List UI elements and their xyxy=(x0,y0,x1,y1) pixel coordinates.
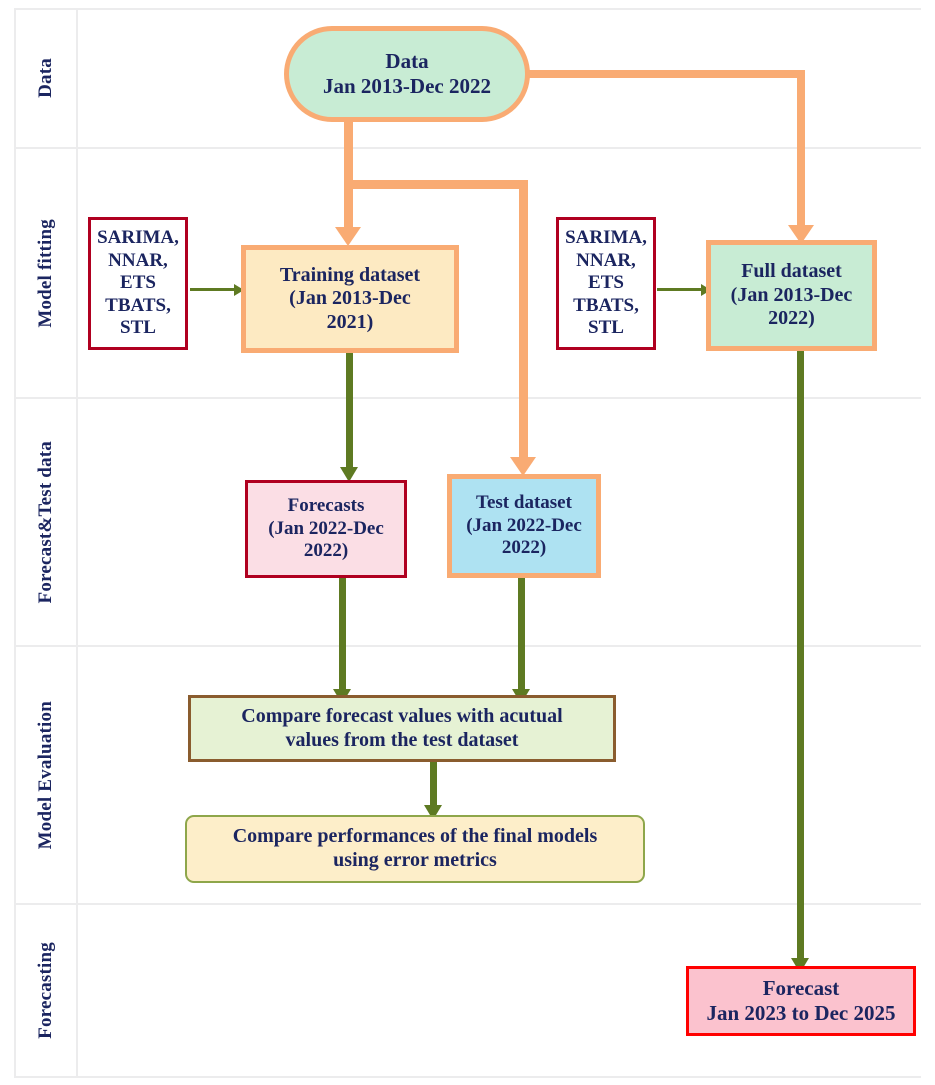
arrowhead-training-to-forecasts xyxy=(340,467,358,482)
node-models-right-line5: STL xyxy=(588,317,624,339)
node-models-left-line1: SARIMA, xyxy=(97,227,179,249)
grid-line-row-2 xyxy=(14,397,921,399)
node-models-left-line3: ETS xyxy=(120,272,156,294)
node-forecasts-line2: (Jan 2022-Dec xyxy=(268,517,384,539)
node-models-left[interactable]: SARIMA, NNAR, ETS TBATS, STL xyxy=(88,217,188,350)
node-models-right[interactable]: SARIMA, NNAR, ETS TBATS, STL xyxy=(556,217,656,350)
connector-models-left-to-training xyxy=(190,288,235,291)
node-forecasts-line3: 2022) xyxy=(303,540,349,562)
node-models-right-line1: SARIMA, xyxy=(565,227,647,249)
node-compare-performance-line1: Compare performances of the final models xyxy=(232,825,598,848)
node-forecasts[interactable]: Forecasts (Jan 2022-Dec 2022) xyxy=(245,480,407,578)
stage-label-model-evaluation: Model Evaluation xyxy=(14,647,76,903)
grid-line-row-1 xyxy=(14,147,921,149)
node-data-line1: Data xyxy=(385,49,429,74)
node-data-line2: Jan 2013-Dec 2022 xyxy=(323,74,491,98)
connector-split-left-branch xyxy=(344,180,353,228)
node-full-line2: (Jan 2013-Dec xyxy=(730,283,853,306)
node-compare-forecast-values[interactable]: Compare forecast values with acutual val… xyxy=(188,695,616,762)
connector-data-down-stem xyxy=(344,118,353,184)
stage-label-model-fitting-text: Model fitting xyxy=(34,218,56,328)
node-data[interactable]: Data Jan 2013-Dec 2022 xyxy=(284,26,530,122)
node-compare-values-line1: Compare forecast values with acutual xyxy=(241,704,563,727)
node-final-forecast-line1: Forecast xyxy=(762,976,840,1001)
arrowhead-to-full-dataset xyxy=(788,225,814,244)
stage-label-data-text: Data xyxy=(34,57,56,98)
connector-data-right-down xyxy=(797,70,805,227)
node-test-dataset[interactable]: Test dataset (Jan 2022-Dec 2022) xyxy=(447,474,601,578)
node-forecasts-line1: Forecasts xyxy=(287,495,365,517)
connector-split-right-branch xyxy=(519,180,528,458)
node-compare-values-line2: values from the test dataset xyxy=(285,728,519,751)
node-training-line3: 2021) xyxy=(326,310,374,333)
grid-line-bottom xyxy=(14,1076,921,1078)
grid-line-row-3 xyxy=(14,645,921,647)
grid-line-left-edge xyxy=(14,8,16,1078)
node-models-right-line2: NNAR, xyxy=(576,249,636,271)
node-full-dataset[interactable]: Full dataset (Jan 2013-Dec 2022) xyxy=(706,240,877,351)
connector-training-to-forecasts xyxy=(346,353,353,470)
node-full-line1: Full dataset xyxy=(741,260,842,283)
node-compare-performances[interactable]: Compare performances of the final models… xyxy=(185,815,645,883)
stage-label-data: Data xyxy=(14,8,76,147)
stage-label-forecast-test-data: Forecast&Test data xyxy=(14,399,76,645)
arrowhead-to-test-dataset xyxy=(510,457,536,476)
connector-compare-to-performance xyxy=(430,762,437,810)
node-models-right-line3: ETS xyxy=(588,272,624,294)
node-training-line1: Training dataset xyxy=(279,263,421,286)
connector-data-right-horizontal xyxy=(527,70,805,78)
node-test-line2: (Jan 2022-Dec xyxy=(466,514,582,536)
connector-test-to-compare xyxy=(518,578,525,693)
connector-split-horizontal-bar xyxy=(344,180,528,189)
node-training-line2: (Jan 2013-Dec xyxy=(289,287,411,310)
node-final-forecast[interactable]: Forecast Jan 2023 to Dec 2025 xyxy=(686,966,916,1036)
node-models-right-line4: TBATS, xyxy=(573,294,639,316)
node-final-forecast-line2: Jan 2023 to Dec 2025 xyxy=(706,1001,896,1025)
node-models-left-line4: TBATS, xyxy=(105,294,171,316)
stage-label-forecasting: Forecasting xyxy=(14,905,76,1076)
grid-line-row-4 xyxy=(14,903,921,905)
connector-models-right-to-full xyxy=(657,288,702,291)
stage-label-model-fitting: Model fitting xyxy=(14,149,76,397)
stage-label-forecast-test-data-text: Forecast&Test data xyxy=(34,440,56,604)
connector-forecasts-to-compare xyxy=(339,578,346,693)
stage-label-model-evaluation-text: Model Evaluation xyxy=(34,700,56,850)
node-training-dataset[interactable]: Training dataset (Jan 2013-Dec 2021) xyxy=(241,245,459,353)
node-full-line3: 2022) xyxy=(768,307,815,330)
grid-line-label-column xyxy=(76,8,78,1078)
arrowhead-to-training-dataset xyxy=(335,227,361,246)
node-models-left-line5: STL xyxy=(120,317,156,339)
connector-full-to-final-forecast xyxy=(797,351,804,963)
arrowhead-models-left-to-training xyxy=(234,284,244,296)
node-compare-performance-line2: using error metrics xyxy=(333,849,497,871)
grid-line-top xyxy=(14,8,921,10)
stage-label-forecasting-text: Forecasting xyxy=(34,942,56,1039)
node-test-line1: Test dataset xyxy=(476,492,572,514)
node-models-left-line2: NNAR, xyxy=(108,249,168,271)
node-test-line3: 2022) xyxy=(501,537,547,559)
